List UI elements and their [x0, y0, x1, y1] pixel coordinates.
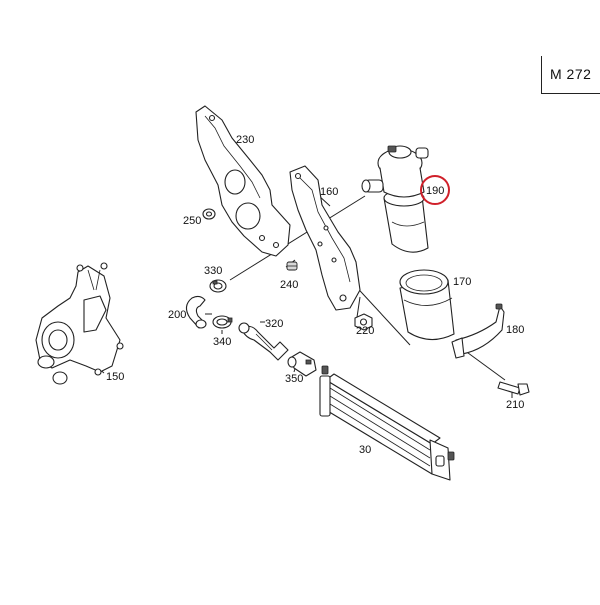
label-350: 350: [285, 373, 303, 385]
part-330-clamp: [209, 279, 227, 293]
label-340: 340: [213, 336, 231, 348]
part-30-radiator: [319, 365, 455, 481]
part-240-clip: [286, 261, 298, 271]
label-220: 220: [356, 325, 374, 337]
part-350-connector: [287, 351, 317, 377]
label-180: 180: [506, 324, 524, 336]
part-340-clamp: [212, 315, 233, 329]
label-200: 200: [168, 309, 186, 321]
part-320-hose: [238, 322, 289, 361]
part-190-water-pump: [361, 145, 429, 253]
part-180-strap: [451, 303, 505, 359]
part-250-grommet: [202, 208, 216, 220]
label-210: 210: [506, 399, 524, 411]
label-30: 30: [359, 444, 371, 456]
part-labels: 230 160 190 250 330 240 170 200 320 220 …: [106, 134, 524, 456]
label-330: 330: [204, 265, 222, 277]
label-190: 190: [426, 185, 444, 197]
label-160: 160: [320, 186, 338, 198]
part-160-mounting-plate: [289, 165, 361, 311]
label-320: 320: [265, 318, 283, 330]
highlight-circle: [420, 175, 450, 205]
model-reference-box: M 272: [541, 56, 600, 94]
label-240: 240: [280, 279, 298, 291]
label-250: 250: [183, 215, 201, 227]
label-170: 170: [453, 276, 471, 288]
part-220-nut: [354, 313, 373, 331]
part-170-sleeve: [399, 269, 455, 341]
label-150: 150: [106, 371, 124, 383]
model-reference-code: M 272: [550, 66, 592, 82]
label-230: 230: [236, 134, 254, 146]
part-210-bolt: [497, 381, 530, 396]
part-200-hose: [185, 295, 207, 329]
part-150-housing: [35, 262, 124, 385]
part-230-bracket: [195, 105, 291, 257]
